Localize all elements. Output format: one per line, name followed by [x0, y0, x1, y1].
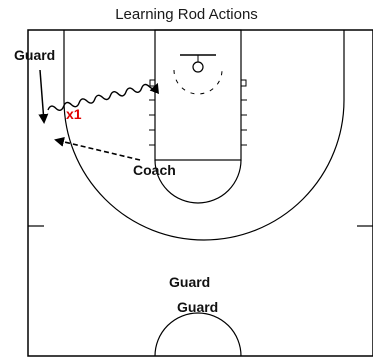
guard-label-center-2: Guard: [177, 299, 218, 315]
diagram-title: Learning Rod Actions: [115, 6, 258, 23]
free-throw-circle: [154, 159, 242, 204]
lane-hashes-right: [241, 99, 247, 146]
rim: [192, 61, 204, 73]
coach-label: Coach: [133, 162, 176, 178]
defender-x1-label: x1: [66, 106, 82, 122]
restricted-arc: [173, 69, 223, 95]
three-point-line: [63, 30, 345, 241]
pass-action: [54, 136, 141, 161]
lane-hashes-left: [149, 99, 155, 146]
paint-lane: [154, 29, 242, 161]
guard-label-top-left: Guard: [14, 47, 55, 63]
dribble-action: [47, 82, 159, 111]
cut-action: [38, 69, 49, 124]
block-right: [240, 79, 247, 87]
guard-label-center-1: Guard: [169, 274, 210, 290]
center-circle: [154, 312, 242, 357]
block-left: [149, 79, 156, 87]
